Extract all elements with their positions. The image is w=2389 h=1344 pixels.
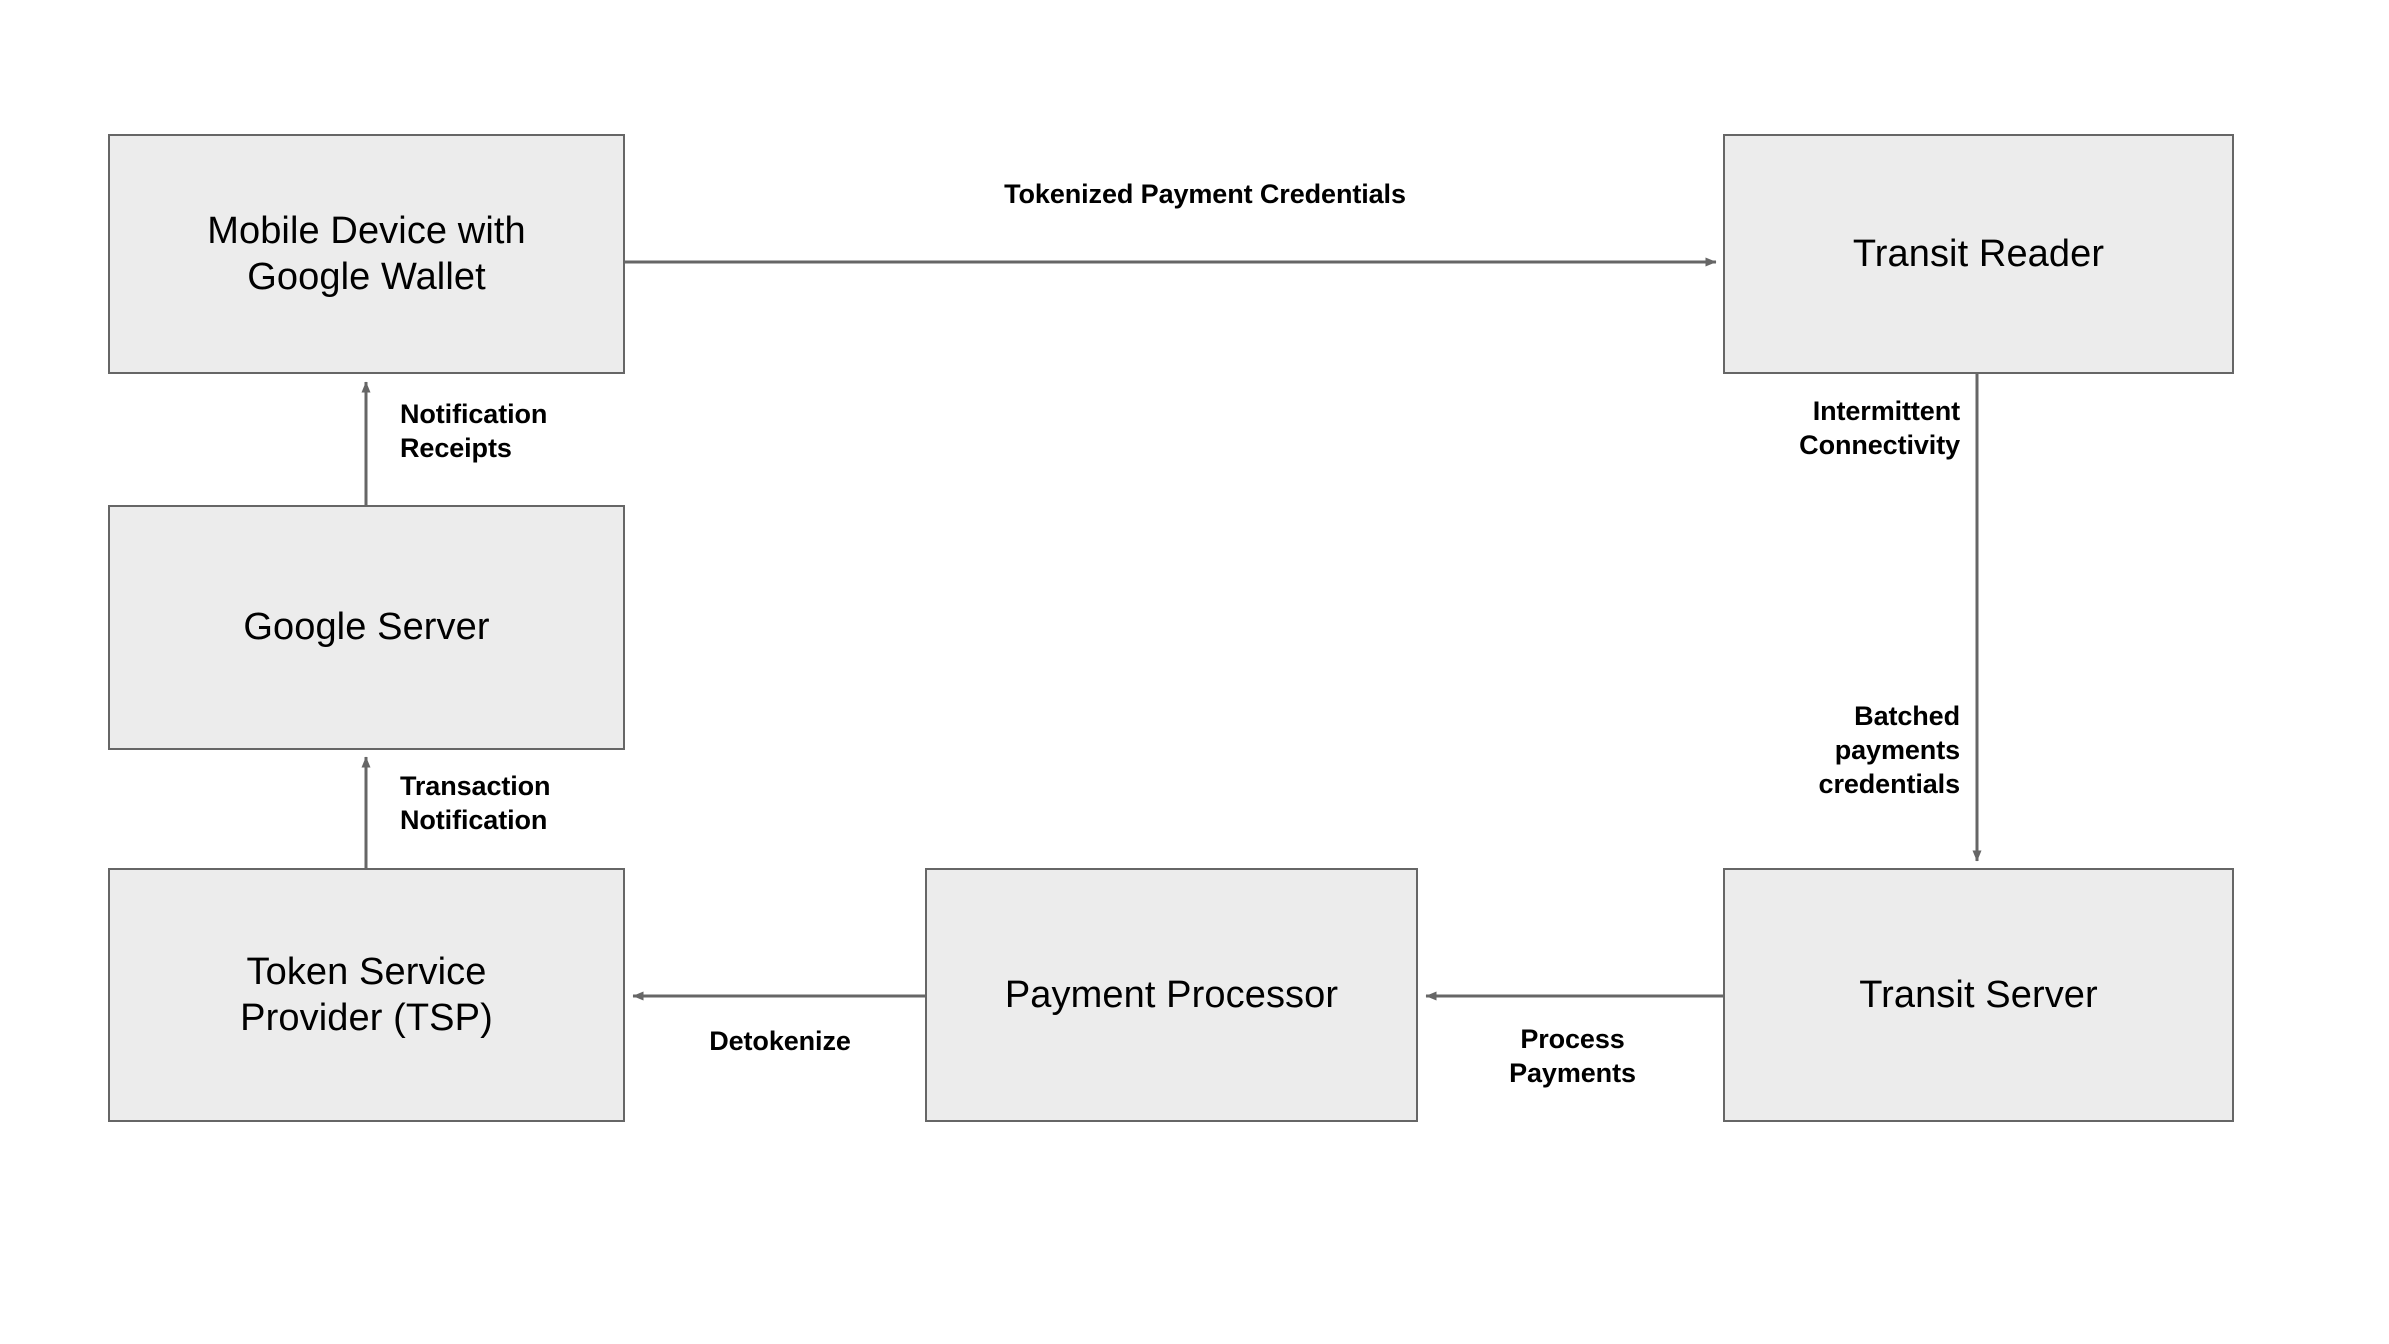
edge-label-notification-receipts: Notification Receipts: [400, 399, 548, 463]
node-mobile-device-with-google-wallet[interactable]: Mobile Device with Google Wallet: [108, 134, 625, 374]
edge-label-intermittent-connectivity: Intermittent Connectivity: [1799, 396, 1960, 460]
node-label: Transit Reader: [1852, 232, 2105, 275]
edge-label-tokenized-payment-credentials: Tokenized Payment Credentials: [1004, 179, 1406, 209]
node-google-server[interactable]: Google Server: [108, 505, 625, 750]
node-token-service-provider[interactable]: Token Service Provider (TSP): [108, 868, 625, 1122]
edge-label-process-payments: Process Payments: [1509, 1024, 1636, 1088]
node-label: Mobile Device with Google Wallet: [207, 209, 526, 298]
edge-label-detokenize: Detokenize: [709, 1026, 851, 1056]
node-payment-processor[interactable]: Payment Processor: [925, 868, 1418, 1122]
node-label: Google Server: [243, 606, 490, 649]
node-transit-reader[interactable]: Transit Reader: [1723, 134, 2234, 374]
node-label: Payment Processor: [1004, 973, 1339, 1016]
edge-label-transaction-notification: Transaction Notification: [400, 771, 551, 835]
edge-label-batched-payments-credentials: Batched payments credentials: [1818, 701, 1961, 799]
node-label: Transit Server: [1859, 973, 2098, 1016]
node-transit-server[interactable]: Transit Server: [1723, 868, 2234, 1122]
node-label: Token Service Provider (TSP): [240, 950, 493, 1039]
